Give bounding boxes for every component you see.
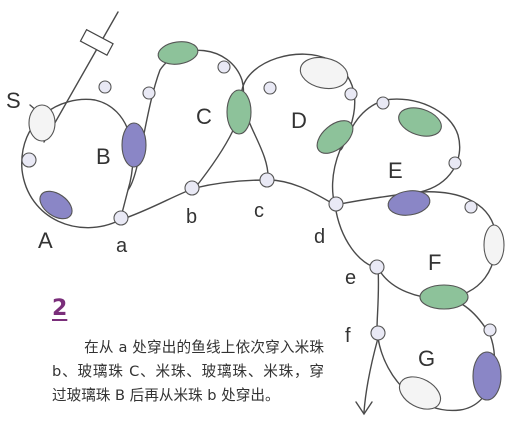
seed-bead-b <box>184 180 200 196</box>
glass-bead-g-right <box>472 351 502 401</box>
tape-icon <box>79 28 114 57</box>
seed-bead-e <box>369 259 385 275</box>
seed-bead-b-top <box>98 80 112 94</box>
glass-bead-f <box>419 284 469 310</box>
seed-bead-top-3 <box>344 87 358 101</box>
label-seed-e: e <box>345 267 356 289</box>
glass-bead-a <box>39 190 73 220</box>
thread-path-bc <box>119 179 336 221</box>
label-glass-e: E <box>388 158 403 183</box>
glass-bead-c <box>226 89 252 135</box>
seed-bead-top-1 <box>217 60 231 74</box>
label-glass-b: B <box>96 144 111 169</box>
seed-bead-loop-4 <box>464 200 478 214</box>
seed-bead-f <box>370 325 386 341</box>
arrow-head-icon <box>355 401 373 416</box>
label-glass-c: C <box>196 104 212 129</box>
label-seed-a: a <box>116 235 128 257</box>
seed-bead-loop-5 <box>483 323 497 337</box>
step-instructions: 在从 a 处穿出的鱼线上依次穿入米珠 b、玻璃珠 C、米珠、玻璃珠、米珠，穿过玻… <box>52 339 324 404</box>
glass-bead-e <box>387 190 431 216</box>
seed-bead-a <box>113 210 129 226</box>
label-glass-d: D <box>291 108 307 133</box>
label-seed-d: d <box>314 226 325 248</box>
seed-bead-loop-1 <box>142 86 156 100</box>
seed-bead-d <box>328 196 344 212</box>
seed-bead-left <box>21 152 37 168</box>
label-glass-a: A <box>38 228 53 253</box>
seed-bead-loop-2 <box>376 96 390 110</box>
glass-bead-g <box>398 376 442 410</box>
glass-bead-s <box>28 104 56 142</box>
seed-bead-top-2 <box>263 81 277 95</box>
label-glass-g: G <box>418 346 435 371</box>
glass-bead-top-2 <box>299 56 349 90</box>
thread-end <box>43 11 119 143</box>
glass-bead-top-1 <box>157 41 199 65</box>
glass-bead-b <box>121 122 147 168</box>
step-number: 2 <box>52 296 68 321</box>
label-seed-b: b <box>186 206 197 228</box>
label-s: S <box>6 88 21 113</box>
label-glass-f: F <box>428 250 441 275</box>
seed-bead-c <box>259 172 275 188</box>
thread-tail <box>363 337 379 413</box>
label-seed-f: f <box>345 325 351 347</box>
label-seed-c: c <box>254 200 264 222</box>
seed-bead-loop-3 <box>448 156 462 170</box>
glass-bead-top-3 <box>398 107 442 137</box>
glass-bead-right <box>483 224 505 266</box>
glass-bead-d <box>316 120 354 154</box>
thread-loop-a <box>21 98 134 229</box>
